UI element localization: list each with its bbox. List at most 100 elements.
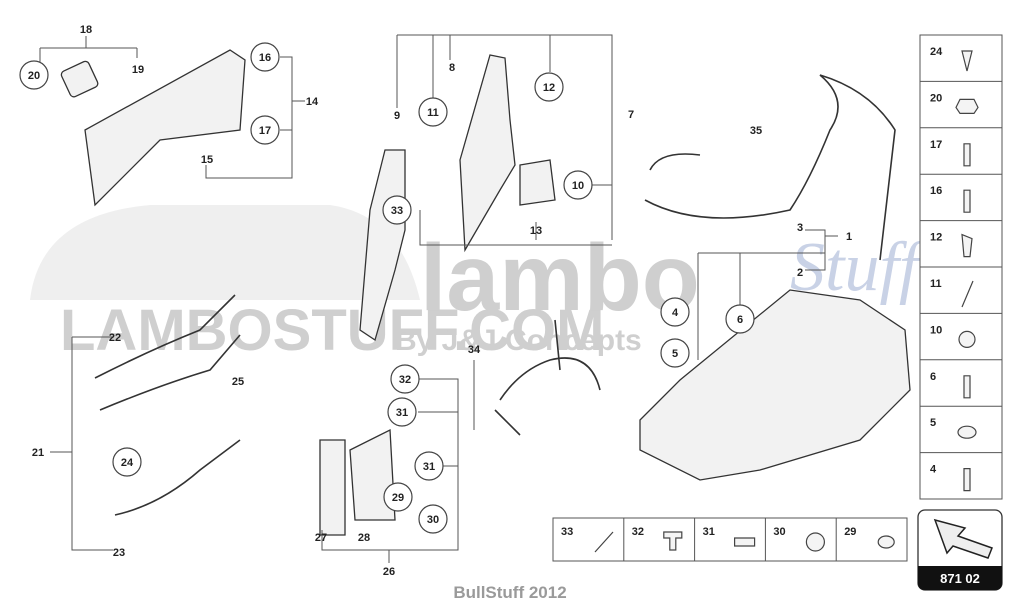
legend-right-row-12: 12: [920, 220, 1002, 258]
legend-part-number: 20: [930, 92, 942, 104]
legend-right-row-6: 6: [920, 359, 1002, 399]
callout-11: 11: [418, 97, 448, 127]
part-30-icon: [805, 532, 826, 552]
legend-part-number: 4: [930, 464, 937, 476]
legend-part-number: 5: [930, 417, 936, 429]
svg-text:10: 10: [572, 180, 584, 192]
bracket-part-13: [519, 159, 556, 206]
part-24-icon: [961, 50, 973, 72]
legend-right-row-4: 4: [920, 452, 1002, 492]
part-32-icon: [663, 531, 683, 551]
label-18: 18: [80, 24, 92, 36]
callout-4: 4: [660, 297, 690, 327]
legend-right-row-24: 24: [930, 46, 973, 72]
legend-right-row-20: 20: [920, 80, 1002, 115]
seal-part-22: [94, 294, 236, 379]
legend-part-number: 17: [930, 139, 942, 151]
legend-bottom: 33 32 31 30 29: [552, 517, 908, 562]
legend-right: 24 20 17 16 12 11 10 6 5 4: [919, 34, 1003, 500]
label-25: 25: [232, 376, 244, 388]
part-29-icon: [877, 535, 895, 549]
label-35: 35: [750, 125, 762, 137]
part-4-icon: [963, 468, 971, 492]
seal-part-25: [99, 334, 241, 411]
svg-text:31: 31: [423, 461, 435, 473]
circled-callouts: 20 16 17 11 12 33 10 4 5 6 32 31 31 29 3…: [19, 42, 755, 534]
label-28: 28: [358, 532, 370, 544]
diagram-number-box: 871 02: [917, 509, 1003, 591]
harness-part-34: [494, 319, 601, 436]
part-33-icon: [594, 531, 614, 553]
label-3: 3: [797, 222, 803, 234]
legend-right-row-5: 5: [920, 405, 1002, 439]
legend-bottom-cell-33: 33: [561, 526, 614, 553]
legend-part-number: 11: [930, 278, 942, 290]
motor-part-19: [60, 60, 99, 98]
callout-10: 10: [563, 170, 593, 200]
callout-20: 20: [19, 60, 49, 90]
callout-24: 24: [112, 447, 142, 477]
legend-bottom-cell-31: 31: [694, 518, 756, 561]
legend-part-number: 33: [561, 526, 573, 538]
diagram-number: 871 02: [940, 571, 980, 586]
part-20-icon: [955, 98, 979, 115]
svg-text:20: 20: [28, 70, 40, 82]
rail-part-8: [459, 54, 516, 253]
legend-part-number: 12: [930, 232, 942, 244]
svg-text:32: 32: [399, 374, 411, 386]
watermark: LAMBOSTUFF.COM lambo Stuff By J&J Concep…: [30, 205, 927, 363]
svg-text:4: 4: [672, 307, 679, 319]
seal-part-23: [114, 439, 241, 516]
panel-part-15: [84, 49, 246, 207]
part-5-icon: [957, 425, 977, 439]
legend-part-number: 30: [773, 526, 785, 538]
part-16-icon: [963, 189, 971, 213]
callout-32: 32: [390, 364, 420, 394]
label-1: 1: [846, 231, 852, 243]
label-19: 19: [132, 64, 144, 76]
callout-12: 12: [534, 72, 564, 102]
svg-text:16: 16: [259, 52, 271, 64]
svg-text:17: 17: [259, 125, 271, 137]
svg-text:11: 11: [427, 107, 439, 119]
callout-31: 31: [387, 397, 417, 427]
label-27: 27: [315, 532, 327, 544]
svg-text:31: 31: [396, 407, 408, 419]
label-21: 21: [32, 447, 44, 459]
callout-6: 6: [725, 304, 755, 334]
part-drawings: [60, 49, 911, 536]
label-23: 23: [113, 547, 125, 559]
legend-bottom-cell-29: 29: [835, 518, 895, 561]
legend-right-row-17: 17: [920, 127, 1002, 167]
footer-caption: BullStuff 2012: [453, 583, 566, 602]
legend-right-row-10: 10: [920, 312, 1002, 348]
legend-part-number: 16: [930, 185, 942, 197]
label-22: 22: [109, 332, 121, 344]
part-12-icon: [961, 233, 973, 258]
callout-5: 5: [660, 338, 690, 368]
legend-part-number: 10: [930, 324, 942, 336]
svg-text:12: 12: [543, 82, 555, 94]
svg-text:5: 5: [672, 348, 678, 360]
label-13: 13: [530, 225, 542, 237]
callout-33: 33: [382, 195, 412, 225]
part-11-icon: [961, 280, 974, 308]
direction-arrow-icon: [933, 518, 993, 559]
label-7: 7: [628, 109, 634, 121]
callout-30: 30: [418, 504, 448, 534]
legend-part-number: 29: [844, 526, 856, 538]
svg-text:24: 24: [121, 457, 134, 469]
part-6-icon: [963, 375, 971, 399]
svg-text:6: 6: [737, 314, 743, 326]
legend-bottom-cell-30: 30: [764, 518, 826, 561]
legend-right-row-16: 16: [920, 173, 1002, 213]
plain-labels: 18 19 14 15 8 9 7 13 35 3 1 2 22 25 21 2…: [32, 24, 852, 578]
callout-29: 29: [383, 482, 413, 512]
svg-text:29: 29: [392, 492, 404, 504]
legend-part-number: 6: [930, 371, 936, 383]
legend-bottom-cell-32: 32: [623, 518, 683, 561]
part-10-icon: [958, 330, 976, 348]
legend-part-number: 24: [930, 46, 943, 58]
svg-text:30: 30: [427, 514, 439, 526]
plate-part-27: [319, 439, 346, 536]
